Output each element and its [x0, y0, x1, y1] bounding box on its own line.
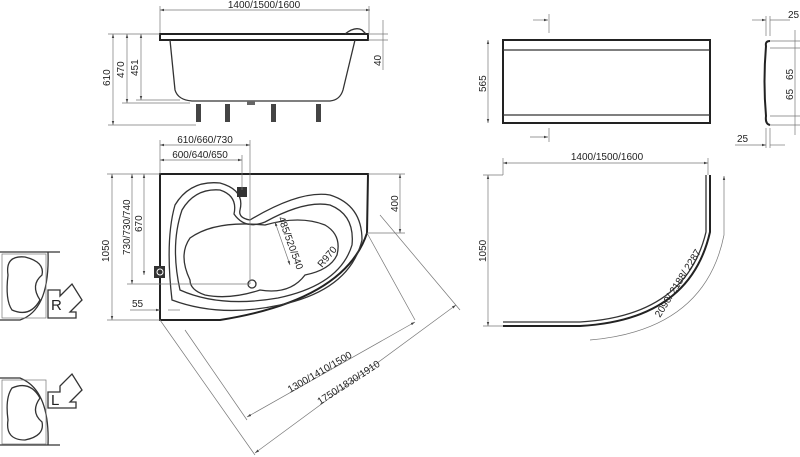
height-451-label: 451 — [130, 59, 141, 76]
orientation-right: R — [0, 251, 83, 321]
curved-panel-view: 1400/1500/1600 1050 2090/ 2188/ 2287 — [478, 152, 726, 341]
profile-top-label: 25 — [788, 10, 800, 21]
inner-width-label: 485/520/540 — [275, 215, 305, 271]
profile-bottom-label: 25 — [737, 134, 749, 145]
height-610-label: 610 — [102, 69, 113, 86]
corner-400-label: 400 — [390, 195, 401, 212]
rim-40-label: 40 — [373, 54, 384, 66]
curved-width-label: 1400/1500/1600 — [571, 152, 644, 163]
left-label: L — [51, 392, 59, 409]
orientation-left: L — [0, 372, 83, 446]
height-730-label: 730/730/740 — [122, 199, 133, 255]
height-670-label: 670 — [134, 215, 145, 232]
width-610-label: 610/660/730 — [177, 135, 233, 146]
right-label: R — [51, 297, 62, 314]
arc-length-label: 2090/ 2188/ 2287 — [653, 247, 704, 319]
curved-height-label: 1050 — [478, 239, 489, 262]
profile-upper-label: 65 — [785, 68, 796, 80]
offset-55-label: 55 — [132, 299, 144, 310]
panel-profile: 25 65 65 25 — [735, 10, 800, 148]
panel-height-label: 565 — [478, 75, 489, 92]
profile-lower-label: 65 — [785, 88, 796, 100]
front-panel-view: 565 — [478, 14, 711, 142]
side-width-label: 1400/1500/1600 — [228, 0, 301, 11]
plan-height-label: 1050 — [101, 239, 112, 262]
legs — [196, 101, 321, 122]
width-600-label: 600/640/650 — [172, 150, 228, 161]
plan-view: 610/660/730 600/640/650 1050 730/730/740… — [101, 135, 461, 456]
side-view: 1400/1500/1600 610 470 451 40 — [102, 0, 388, 126]
height-470-label: 470 — [116, 61, 127, 78]
